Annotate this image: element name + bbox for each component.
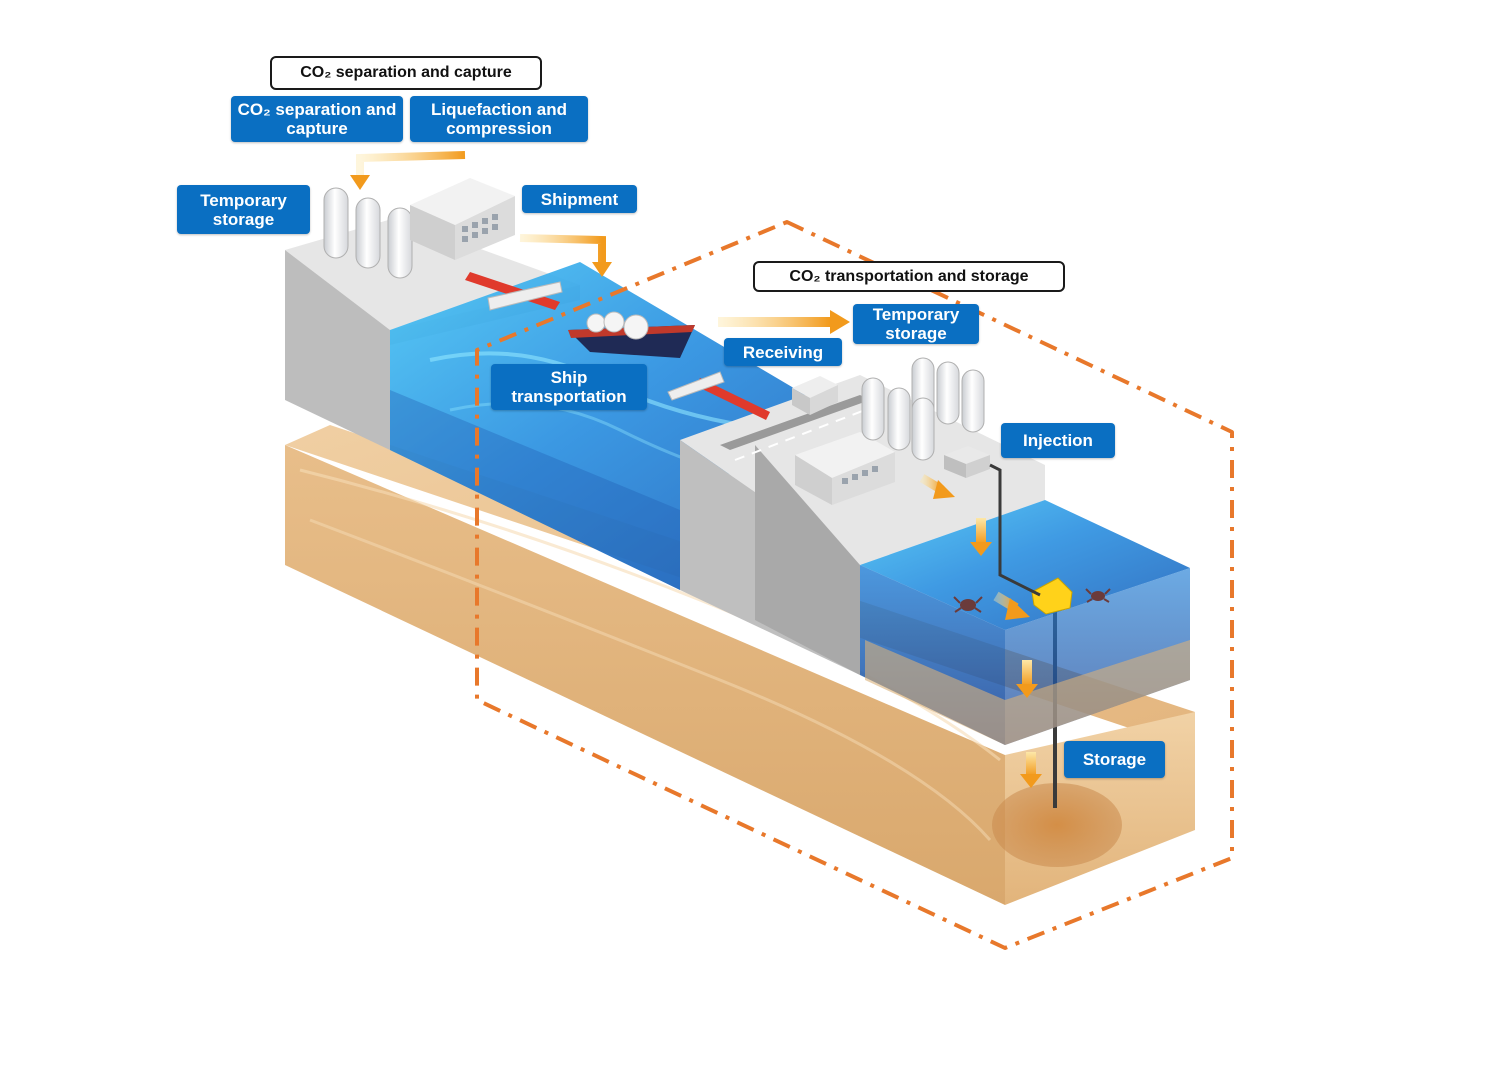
crab-icon	[1085, 588, 1111, 603]
storage-reservoir	[992, 783, 1122, 867]
pier-icon	[465, 272, 563, 311]
factory-building-icon	[795, 432, 895, 505]
step-separation-capture: CO₂ separation and capture	[231, 96, 403, 142]
step-temporary-storage-origin: Temporary storage	[177, 185, 310, 234]
flow-arrow	[519, 234, 612, 277]
ship-icon	[568, 311, 695, 358]
step-temporary-storage-destination: Temporary storage	[853, 304, 979, 344]
injection-unit-icon	[944, 446, 1041, 597]
small-building-icon	[792, 376, 838, 415]
step-injection: Injection	[1001, 423, 1115, 458]
step-liquefaction-compression: Liquefaction and compression	[410, 96, 588, 142]
section-label-capture: CO₂ separation and capture	[270, 56, 542, 90]
flow-arrow	[919, 474, 955, 499]
flow-arrow	[1016, 660, 1038, 698]
flow-arrow	[718, 310, 850, 334]
flow-arrow	[993, 591, 1030, 620]
step-shipment: Shipment	[522, 185, 637, 213]
crab-icon	[953, 596, 983, 613]
step-storage: Storage	[1064, 741, 1165, 778]
transport-storage-boundary	[475, 220, 1234, 950]
flow-arrow	[1020, 752, 1042, 788]
injection-sea	[860, 500, 1190, 745]
flow-arrow	[350, 151, 466, 190]
pier-icon	[667, 371, 770, 420]
section-label-transport-storage: CO₂ transportation and storage	[753, 261, 1065, 292]
step-ship-transportation: Ship transportation	[491, 364, 647, 410]
wellhead-icon	[1031, 577, 1073, 615]
storage-tank-icon	[861, 357, 985, 461]
step-receiving: Receiving	[724, 338, 842, 366]
factory-building-icon	[410, 178, 515, 260]
storage-tank-icon	[323, 187, 413, 279]
flow-arrow	[970, 518, 992, 556]
